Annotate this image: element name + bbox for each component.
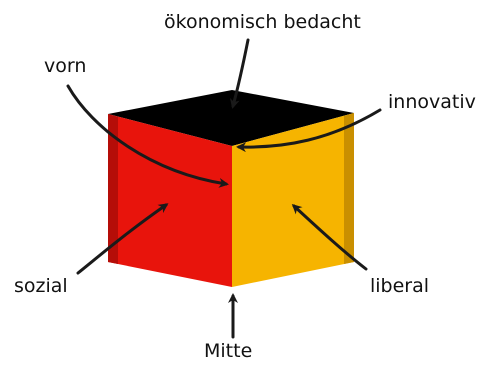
label-mitte: Mitte: [204, 340, 252, 362]
cube-right-edge-shade: [344, 113, 354, 264]
label-innovativ: innovativ: [388, 91, 476, 113]
label-top: ökonomisch bedacht: [164, 11, 361, 33]
label-liberal: liberal: [370, 275, 429, 297]
label-front: vorn: [44, 55, 86, 77]
label-sozial: sozial: [14, 275, 68, 297]
